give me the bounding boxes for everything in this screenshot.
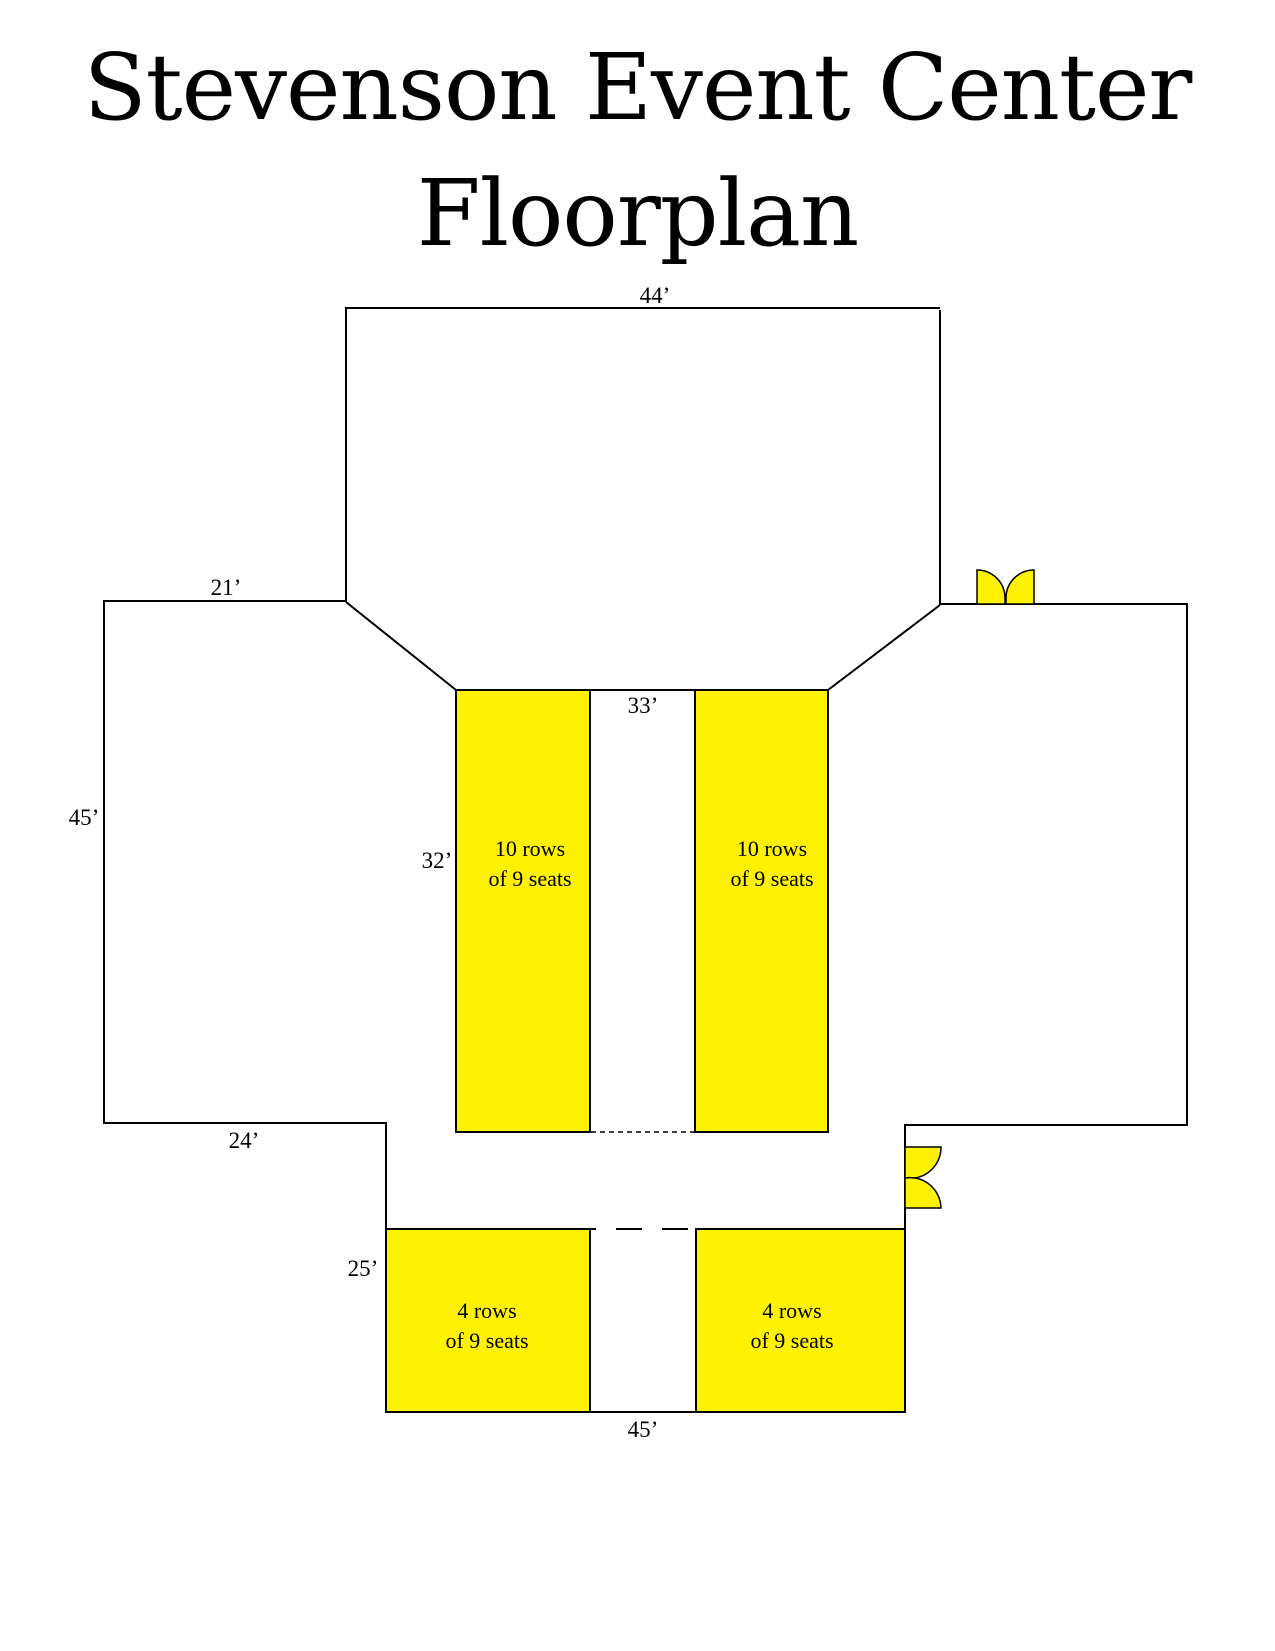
seating-label-lower-right-line2: of 9 seats xyxy=(750,1328,833,1353)
upper-right-diagonal-wall xyxy=(827,604,941,691)
page-title: Stevenson Event Center xyxy=(83,34,1193,141)
dim-left-wing-bottom: 24’ xyxy=(229,1128,260,1153)
seating-label-lower-right-line1: 4 rows xyxy=(762,1298,821,1323)
seating-block-lower-right xyxy=(695,1228,906,1413)
page-subtitle: Floorplan xyxy=(416,160,859,267)
dim-lower-section-height: 25’ xyxy=(348,1256,379,1281)
dim-bottom-width: 45’ xyxy=(628,1417,659,1442)
double-door-icon-top xyxy=(976,569,1035,605)
seating-label-lower-left-line1: 4 rows xyxy=(457,1298,516,1323)
seating-block-lower-left xyxy=(385,1228,591,1413)
upper-room-walls xyxy=(345,307,940,602)
dim-top-width: 44’ xyxy=(640,283,671,308)
seating-label-upper-right-line1: 10 rows xyxy=(737,836,807,861)
seating-label-upper-left-line1: 10 rows xyxy=(495,836,565,861)
dim-left-wing-top: 21’ xyxy=(211,575,242,600)
dim-left-wing-height: 45’ xyxy=(69,805,100,830)
dim-center-seating-height: 32’ xyxy=(422,848,453,873)
upper-left-diagonal-wall xyxy=(345,601,457,691)
seating-label-upper-right-line2: of 9 seats xyxy=(730,866,813,891)
left-wing-walls xyxy=(103,600,387,1412)
seating-label-lower-left-line2: of 9 seats xyxy=(445,1328,528,1353)
double-door-icon-right xyxy=(904,1146,942,1209)
dim-center-top: 33’ xyxy=(628,693,659,718)
seating-block-upper-right xyxy=(694,689,829,1133)
right-wing-walls xyxy=(904,603,1188,1412)
seating-label-upper-left-line2: of 9 seats xyxy=(488,866,571,891)
seating-block-upper-left xyxy=(455,689,591,1133)
